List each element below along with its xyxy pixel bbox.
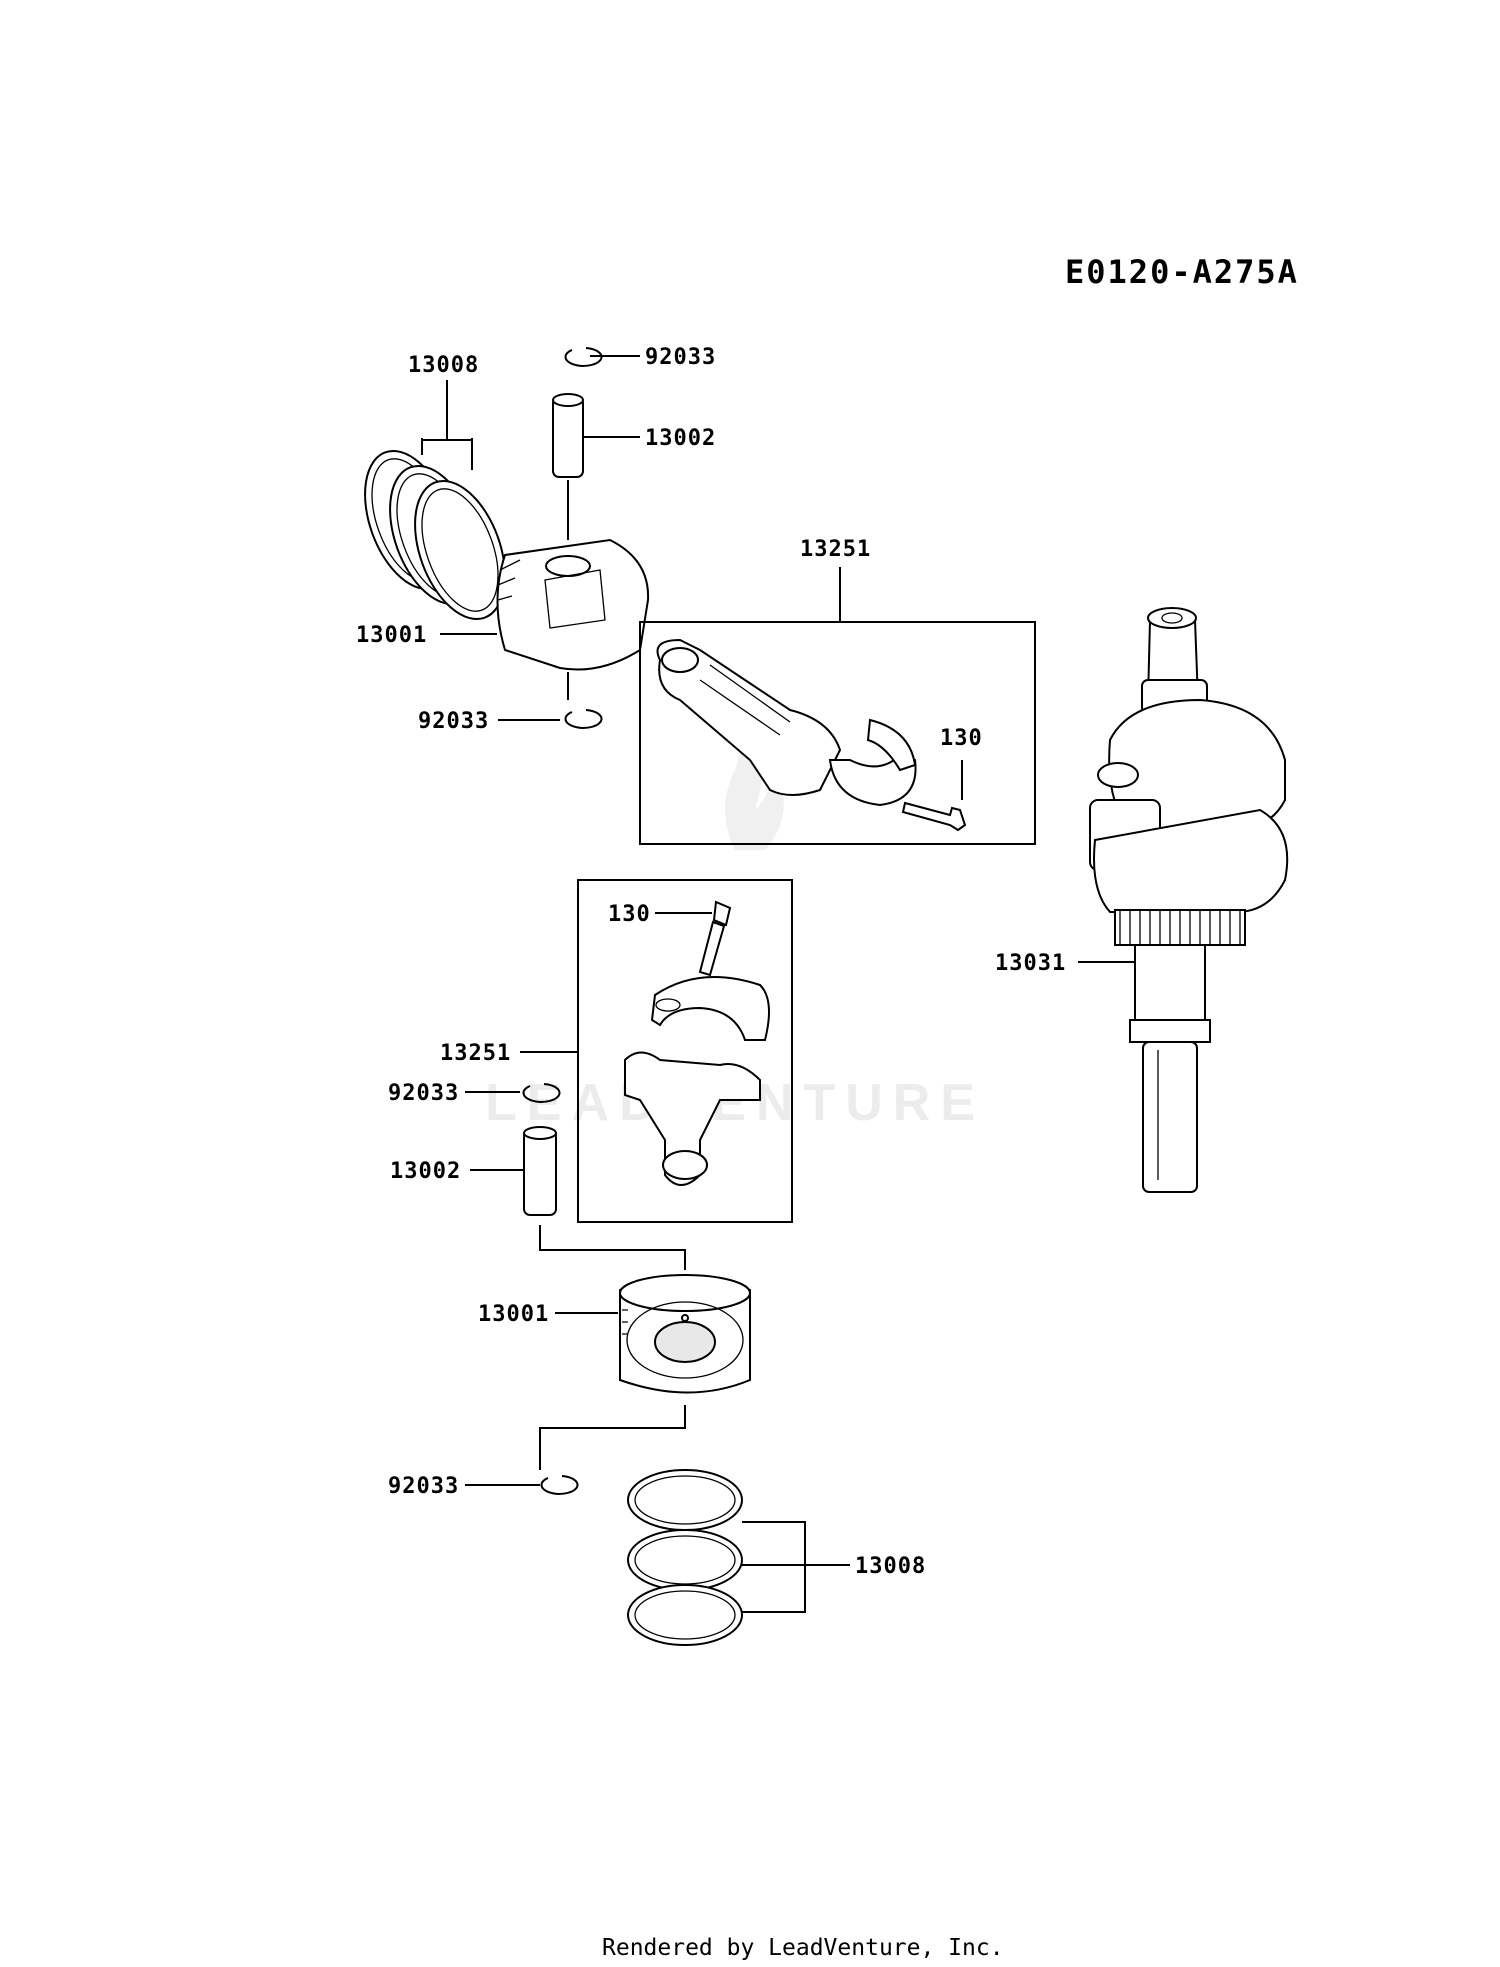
footer-credit: Rendered by LeadVenture, Inc. bbox=[602, 1935, 1004, 1961]
part-ring-set-upper[interactable]: 13008 bbox=[348, 353, 522, 631]
part-piston-lower[interactable]: 13001 bbox=[478, 1274, 751, 1470]
label-13002-upper: 13002 bbox=[645, 426, 716, 451]
part-crankshaft[interactable]: 13031 bbox=[995, 607, 1289, 1193]
label-92033-upper-bottom: 92033 bbox=[418, 709, 489, 734]
part-circlip-lower-bottom[interactable]: 92033 bbox=[388, 1474, 579, 1499]
label-13001-upper: 13001 bbox=[356, 623, 427, 648]
part-rod-bolt-upper[interactable]: 130 bbox=[901, 726, 983, 832]
part-connecting-rod-upper[interactable]: 13251 bbox=[639, 537, 1036, 845]
label-13031-crankshaft: 13031 bbox=[995, 951, 1066, 976]
label-130-upper: 130 bbox=[940, 726, 983, 751]
label-92033-lower-bottom: 92033 bbox=[388, 1474, 459, 1499]
part-piston-upper[interactable]: 13001 bbox=[356, 480, 650, 700]
label-13251-lower: 13251 bbox=[440, 1041, 511, 1066]
part-circlip-lower-top[interactable]: 92033 bbox=[388, 1081, 561, 1106]
label-92033-lower-top: 92033 bbox=[388, 1081, 459, 1106]
label-92033-upper-top: 92033 bbox=[645, 345, 716, 370]
part-circlip-upper-bottom[interactable]: 92033 bbox=[418, 709, 603, 734]
part-piston-pin-lower[interactable]: 13002 bbox=[390, 1126, 686, 1270]
part-ring-set-lower[interactable]: 13008 bbox=[627, 1469, 926, 1646]
label-13001-lower: 13001 bbox=[478, 1302, 549, 1327]
label-13008-upper: 13008 bbox=[408, 353, 479, 378]
part-connecting-rod-lower[interactable]: 13251 130 bbox=[440, 879, 793, 1223]
label-130-lower: 130 bbox=[608, 902, 651, 927]
label-13008-lower: 13008 bbox=[855, 1554, 926, 1579]
part-piston-pin-upper[interactable]: 13002 bbox=[552, 393, 716, 478]
part-circlip-upper-top[interactable]: 92033 bbox=[564, 345, 717, 370]
diagram-code: E0120-A275A bbox=[1065, 253, 1299, 291]
label-13002-lower: 13002 bbox=[390, 1159, 461, 1184]
label-13251-upper: 13251 bbox=[800, 537, 871, 562]
